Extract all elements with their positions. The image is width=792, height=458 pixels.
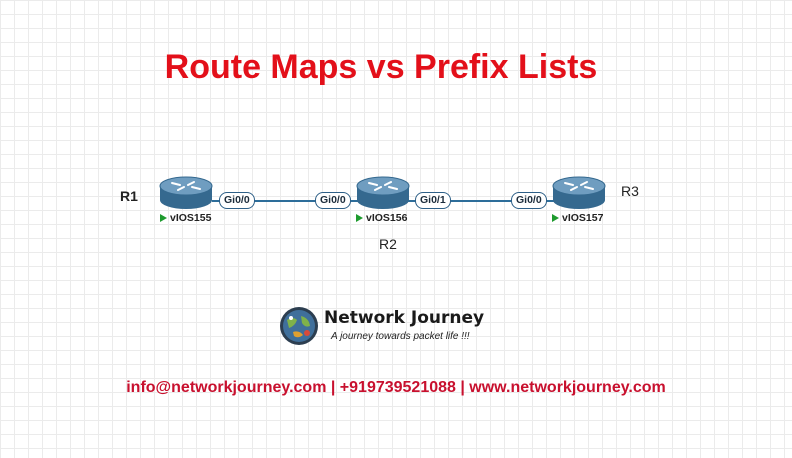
router-icon-r1[interactable] <box>158 176 214 212</box>
port-label-r2-gi00[interactable]: Gi0/0 <box>315 192 351 209</box>
port-label-r1-gi00[interactable]: Gi0/0 <box>219 192 255 209</box>
brand-name: Network Journey <box>324 308 485 328</box>
page-title: Route Maps vs Prefix Lists <box>164 48 598 86</box>
port-label-r2-gi01[interactable]: Gi0/1 <box>415 192 451 209</box>
router-name-r3: vIOS157 <box>552 212 603 224</box>
link-r1-r2 <box>212 200 362 202</box>
brand-tagline: A journey towards packet life !!! <box>331 331 470 342</box>
router-icon-r2[interactable] <box>355 176 411 212</box>
router-label-r2: R2 <box>379 236 397 252</box>
globe-icon <box>280 307 318 345</box>
router-label-r3: R3 <box>621 183 639 199</box>
brand-logo: Network Journey A journey towards packet… <box>279 306 499 350</box>
router-name-r1: vIOS155 <box>160 212 211 224</box>
router-icon-r3[interactable] <box>551 176 607 212</box>
router-name-r2: vIOS156 <box>356 212 407 224</box>
link-r2-r3 <box>408 200 558 202</box>
router-label-r1: R1 <box>120 188 138 204</box>
running-icon <box>356 214 363 222</box>
contact-info: info@networkjourney.com | +919739521088 … <box>126 379 666 396</box>
running-icon <box>160 214 167 222</box>
port-label-r3-gi00[interactable]: Gi0/0 <box>511 192 547 209</box>
running-icon <box>552 214 559 222</box>
